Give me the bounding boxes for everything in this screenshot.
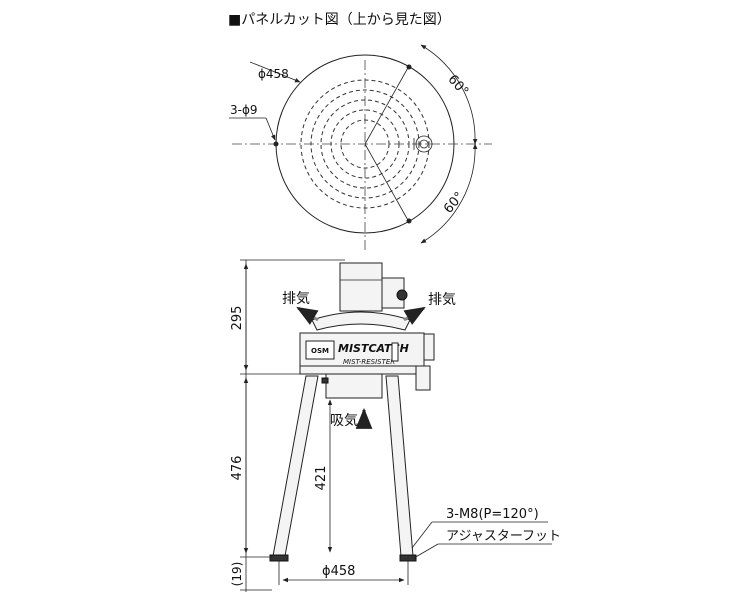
brand-sub: MIST-RESISTER: [343, 358, 395, 366]
exhaust-label-right: 排気: [428, 292, 456, 308]
dim-476-label: 476: [230, 456, 245, 481]
lower-angle-arc: [420, 143, 478, 244]
motor-body: [339, 262, 383, 312]
indicator-panel: [391, 342, 399, 362]
foot-right: [399, 554, 417, 562]
dim-19-label: (19): [230, 562, 244, 587]
hole-label: 3-ϕ9: [230, 103, 258, 117]
body-base-ring: [299, 365, 425, 375]
bolt-hole-left: [273, 141, 279, 147]
bolt-hole-lower: [406, 218, 412, 224]
base-width-label: ϕ458: [322, 564, 355, 579]
top-view: ϕ458 3-ϕ9 60° 60°: [229, 44, 492, 250]
intake-duct: [325, 373, 383, 399]
side-bracket: [423, 333, 435, 361]
logo-mark: OSM: [311, 347, 329, 355]
foot-leader-diag: [413, 543, 439, 559]
upper-angle-arc: [420, 44, 478, 145]
side-view: OSM MISTCATCH MIST-RESISTER 排気 排気 吸気: [230, 259, 561, 592]
bolt-leader-diag: [411, 521, 433, 549]
bolt-hole-upper: [406, 64, 412, 70]
exhaust-arrow-left: [296, 306, 319, 325]
duct-latch: [321, 377, 329, 384]
upper-angle-label: 60°: [445, 72, 472, 99]
hole-leader-d: [265, 117, 276, 141]
exhaust-bowl: [311, 311, 411, 331]
exhaust-label-left: 排気: [282, 291, 310, 307]
diameter-leader: [249, 61, 301, 83]
intake-label: 吸気: [330, 413, 358, 429]
exhaust-arrow-right: [403, 306, 426, 325]
brand-main: MISTCATCH: [338, 342, 409, 355]
leg-right: [385, 375, 414, 557]
logo-box: [305, 340, 335, 360]
diameter-label: ϕ458: [258, 67, 289, 81]
lower-60deg-line: [364, 143, 410, 223]
drain-port: [415, 365, 431, 391]
upper-60deg-line: [364, 65, 410, 145]
foot-left: [269, 554, 289, 562]
bolt-label: 3-M8(P=120°): [446, 507, 539, 522]
dim-421-label: 421: [314, 466, 329, 491]
lower-angle-label: 60°: [441, 189, 467, 216]
leg-left: [272, 375, 319, 557]
foot-label: アジャスターフット: [446, 529, 561, 544]
page-title: ■パネルカット図（上から見た図）: [228, 12, 451, 28]
dim-295-label: 295: [230, 306, 245, 331]
motor-knob: [396, 289, 408, 301]
